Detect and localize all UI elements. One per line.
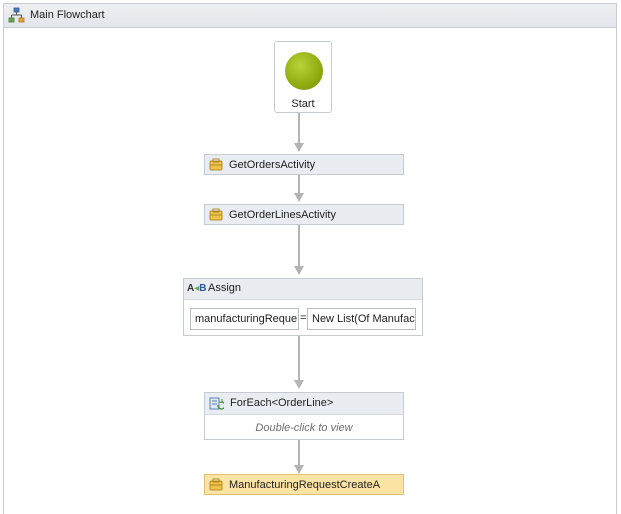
start-circle-icon [285,52,323,90]
flowchart-icon [8,7,25,23]
activity-icon [209,158,223,171]
designer-title: Main Flowchart [30,9,105,21]
foreach-icon [209,397,224,410]
activity-label: GetOrdersActivity [229,159,316,171]
connector-getorders-to-getorderlines[interactable] [298,175,300,195]
activity-assign[interactable]: A◂B Assign manufacturingReque = New List… [183,278,423,336]
assign-value-field[interactable]: New List(Of Manufac [307,308,416,330]
start-node[interactable]: Start [274,41,332,113]
connector-getorderlines-to-assign[interactable] [298,225,300,267]
flowchart-designer: Main Flowchart Start GetOrdersActivity G… [3,3,617,514]
assign-to-field[interactable]: manufacturingReque [190,308,299,330]
activity-foreach[interactable]: ForEach<OrderLine> Double-click to view [204,392,404,440]
start-label: Start [291,98,315,110]
assign-icon: A◂B [187,283,207,294]
arrowhead [294,266,304,275]
connector-assign-to-foreach[interactable] [298,336,300,382]
activity-label: ManufacturingRequestCreateA [229,479,381,491]
assign-header: A◂B Assign [184,279,422,300]
activity-label: Assign [208,282,242,294]
activity-manufacturing-request[interactable]: ManufacturingRequestCreateA [204,474,404,495]
activity-icon [209,208,223,221]
arrowhead [294,143,304,152]
activity-icon [209,478,223,491]
arrowhead [294,380,304,389]
expand-hint: Double-click to view [255,422,353,434]
assign-operator: = [300,312,307,324]
activity-get-order-lines[interactable]: GetOrderLinesActivity [204,204,404,225]
arrowhead [294,193,304,202]
connector-start-to-getorders[interactable] [298,113,300,145]
activity-get-orders[interactable]: GetOrdersActivity [204,154,404,175]
activity-label: GetOrderLinesActivity [229,209,336,221]
designer-titlebar: Main Flowchart [4,4,616,28]
arrowhead [294,465,304,474]
foreach-header: ForEach<OrderLine> [205,393,403,415]
activity-label: ForEach<OrderLine> [230,397,334,409]
connector-foreach-to-manufacturing[interactable] [298,440,300,466]
